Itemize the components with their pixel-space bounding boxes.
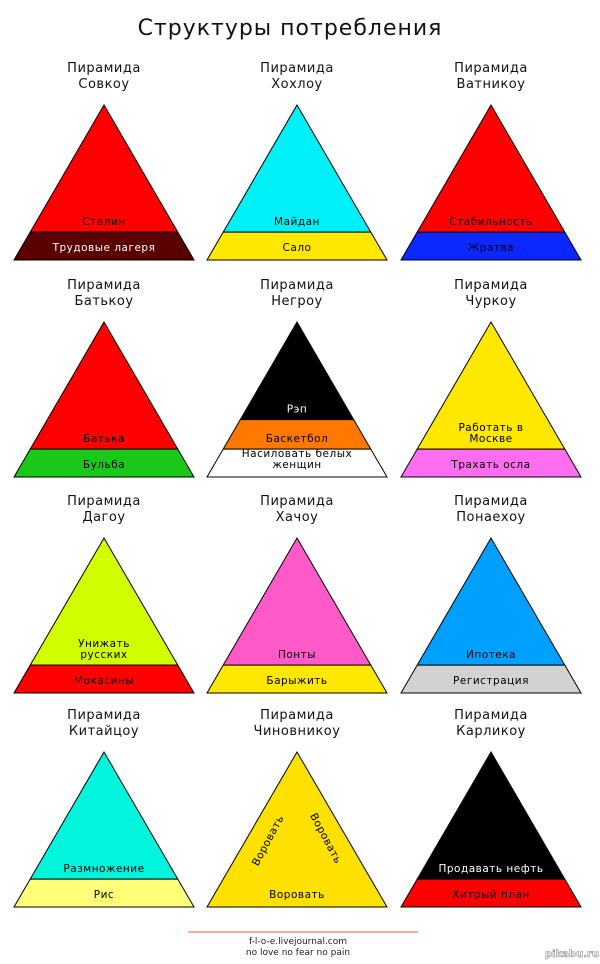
layer-label: Размножение <box>63 863 144 875</box>
layer-label: Бульба <box>83 459 125 471</box>
pyramid-layer <box>29 104 179 233</box>
pyramid-title-line: Хачоу <box>276 510 319 525</box>
layer-label: Унижать <box>78 638 130 650</box>
layer-label: Майдан <box>274 216 320 228</box>
pyramid-title-line: Дагоу <box>82 510 125 525</box>
pyramid-title-line: Пирамида <box>260 708 334 723</box>
pyramid-title-line: Пирамида <box>260 494 334 509</box>
layer-label: Продавать нефть <box>438 863 543 875</box>
pyramid-layer <box>206 751 388 908</box>
layer-label: Рис <box>94 889 114 901</box>
pyramid-layer <box>206 231 388 261</box>
pyramid-title-line: Пирамида <box>260 278 334 293</box>
layer-label: Жратва <box>468 242 514 254</box>
layer-label: Регистрация <box>453 675 529 687</box>
pyramid-title-line: Пирамида <box>67 494 141 509</box>
pyramid-layer <box>400 448 582 478</box>
pyramid-title-line: Пирамида <box>454 494 528 509</box>
layer-label: Ипотека <box>466 649 516 661</box>
pyramid-layer <box>29 321 179 450</box>
pyramid-title-line: Китайцоу <box>69 724 139 739</box>
footer-motto: no love no fear no pain <box>246 948 350 958</box>
layer-label: Москве <box>469 433 512 445</box>
pyramid-title-line: Пирамида <box>67 708 141 723</box>
pyramid-title-line: Пирамида <box>454 61 528 76</box>
layer-label: Трудовые лагеря <box>52 242 156 254</box>
pyramid-layer <box>400 878 582 908</box>
pyramid-title-line: Чиновникоу <box>254 724 341 739</box>
pyramid-title-line: Чуркоу <box>465 294 516 309</box>
pyramid-layer <box>13 448 195 478</box>
footer-site: f-l-o-e.livejournal.com <box>249 937 347 947</box>
page-title: Структуры потребления <box>138 16 443 41</box>
layer-label: Барыжить <box>266 675 327 687</box>
pyramid-title-line: Пирамида <box>454 708 528 723</box>
pyramid-title-line: Совкоу <box>78 77 129 92</box>
pyramid-layer <box>13 664 195 694</box>
pyramid-layer <box>206 448 388 478</box>
layer-label: Трахать осла <box>450 459 530 471</box>
pyramid-layer <box>400 231 582 261</box>
pyramid-title-line: Пирамида <box>67 278 141 293</box>
pyramid-layer <box>416 751 566 880</box>
layer-label: Рэп <box>287 404 307 416</box>
layer-label: Воровать <box>269 889 325 901</box>
pyramid-title-line: Пирамида <box>67 61 141 76</box>
pyramid-layer <box>222 537 372 666</box>
pyramid-title-line: Хохлоу <box>271 77 323 92</box>
layer-label: Хитрый план <box>452 889 530 901</box>
layer-label: Насиловать белых <box>242 448 352 460</box>
layer-label: Работать в <box>458 422 523 434</box>
pyramid-layer <box>400 664 582 694</box>
pyramid-title-line: Негроу <box>271 294 323 309</box>
pyramid-title-line: Понаехоу <box>456 510 526 525</box>
pyramid-layer <box>416 104 566 233</box>
pyramid-layer <box>13 878 195 908</box>
layer-label: русских <box>80 649 127 661</box>
layer-label: Мокасины <box>74 675 134 687</box>
pyramid-layer <box>29 751 179 880</box>
layer-label: Стабильность <box>449 216 532 228</box>
layer-label: Понты <box>278 649 316 661</box>
pyramid-title-line: Карликоу <box>456 724 526 739</box>
pyramid-layer <box>206 664 388 694</box>
layer-label: Баскетбол <box>266 433 328 445</box>
layer-label: Сталин <box>82 216 125 228</box>
pyramid-title-line: Пирамида <box>454 278 528 293</box>
watermark: pikabu.ru <box>545 949 599 960</box>
pyramid-layer <box>13 231 195 261</box>
layer-label: Батька <box>83 433 125 445</box>
layer-label: женщин <box>272 459 321 471</box>
pyramid-title-line: Пирамида <box>260 61 334 76</box>
pyramid-layer <box>416 537 566 666</box>
pyramid-title-line: Ватникоу <box>457 77 526 92</box>
pyramid-layer <box>222 104 372 233</box>
layer-label: Сало <box>283 242 312 254</box>
pyramid-title-line: Батькоу <box>74 294 133 309</box>
